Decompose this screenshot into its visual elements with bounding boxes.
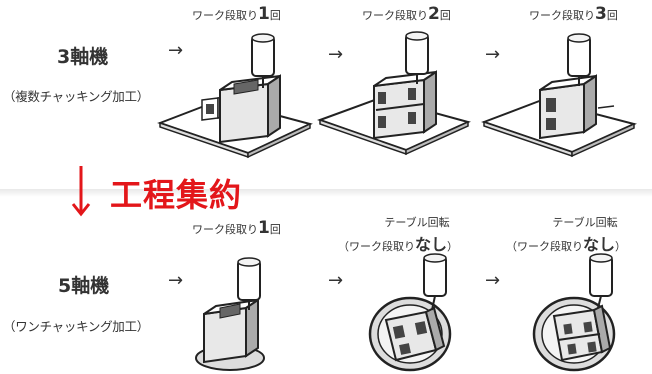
five-axis-machining-illustration-2: [368, 253, 452, 372]
row1-step-1-label: ワーク段取り1回: [192, 4, 281, 24]
row1-step-3-label: ワーク段取り3回: [529, 4, 618, 24]
five-axis-machining-illustration-3: [532, 253, 616, 372]
process-consolidation-title: 工程集約: [110, 176, 243, 214]
row2-arrow-1: →: [168, 270, 184, 291]
row2-step-2-line1: テーブル回転: [384, 216, 450, 229]
section-divider: [0, 189, 652, 197]
row2-arrow-2: →: [328, 270, 344, 291]
five-axis-subtitle: （ワンチャッキング加工）: [3, 319, 149, 334]
row1-step-2-label: ワーク段取り2回: [362, 4, 451, 24]
five-axis-machining-illustration-1: [195, 257, 265, 371]
row1-arrow-2: →: [328, 44, 344, 65]
row2-step-3-line1: テーブル回転: [552, 216, 618, 229]
consolidation-down-arrow: [71, 166, 91, 217]
three-axis-title: 3軸機: [57, 46, 109, 68]
row2-step-3-sub: （ワーク段取りなし）: [506, 235, 627, 254]
row2-step-2-sub: （ワーク段取りなし）: [338, 235, 459, 254]
row2-step-1-label: ワーク段取り1回: [192, 218, 281, 238]
three-axis-machining-illustration-2: [317, 31, 471, 156]
three-axis-machining-illustration-1: [157, 33, 313, 159]
three-axis-subtitle: （複数チャッキング加工）: [3, 89, 149, 104]
row2-arrow-3: →: [485, 270, 501, 291]
three-axis-machining-illustration-3: [481, 33, 637, 158]
row1-arrow-3: →: [485, 44, 501, 65]
five-axis-title: 5軸機: [58, 275, 110, 297]
row1-arrow-1: →: [168, 40, 184, 61]
